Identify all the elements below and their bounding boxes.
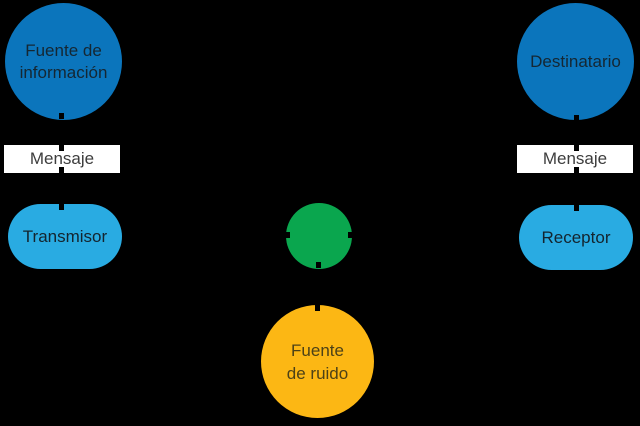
node-label-line: de ruido	[286, 363, 349, 383]
node-receptor: Receptor	[519, 205, 633, 270]
arrow-mark	[315, 305, 320, 311]
arrow-mark	[59, 145, 64, 151]
node-label: Receptor	[541, 227, 611, 247]
arrow-mark	[574, 145, 579, 151]
arrow-mark	[59, 167, 64, 173]
node-label: Mensaje	[542, 149, 608, 168]
arrow-mark	[285, 232, 290, 238]
node-label-line: información	[19, 62, 108, 82]
arrow-mark	[316, 262, 321, 268]
node-label: Transmisor	[22, 226, 108, 246]
node-transmisor: Transmisor	[8, 204, 122, 269]
arrow-mark	[574, 115, 579, 121]
node-label-line: Fuente de	[25, 40, 102, 60]
arrow-mark	[574, 205, 579, 211]
node-fuente-de-informacion: Fuente de información	[5, 3, 122, 120]
arrow-mark	[348, 232, 353, 238]
node-label: Destinatario	[530, 51, 621, 71]
arrow-mark	[59, 113, 64, 119]
arrow-mark	[59, 204, 64, 210]
node-canal-circle	[286, 203, 352, 269]
arrow-mark	[574, 167, 579, 173]
node-fuente-de-ruido: Fuente de ruido	[261, 305, 374, 418]
node-destinatario: Destinatario	[517, 3, 634, 120]
node-label-line: Fuente	[291, 340, 344, 360]
node-label: Mensaje	[29, 149, 95, 168]
